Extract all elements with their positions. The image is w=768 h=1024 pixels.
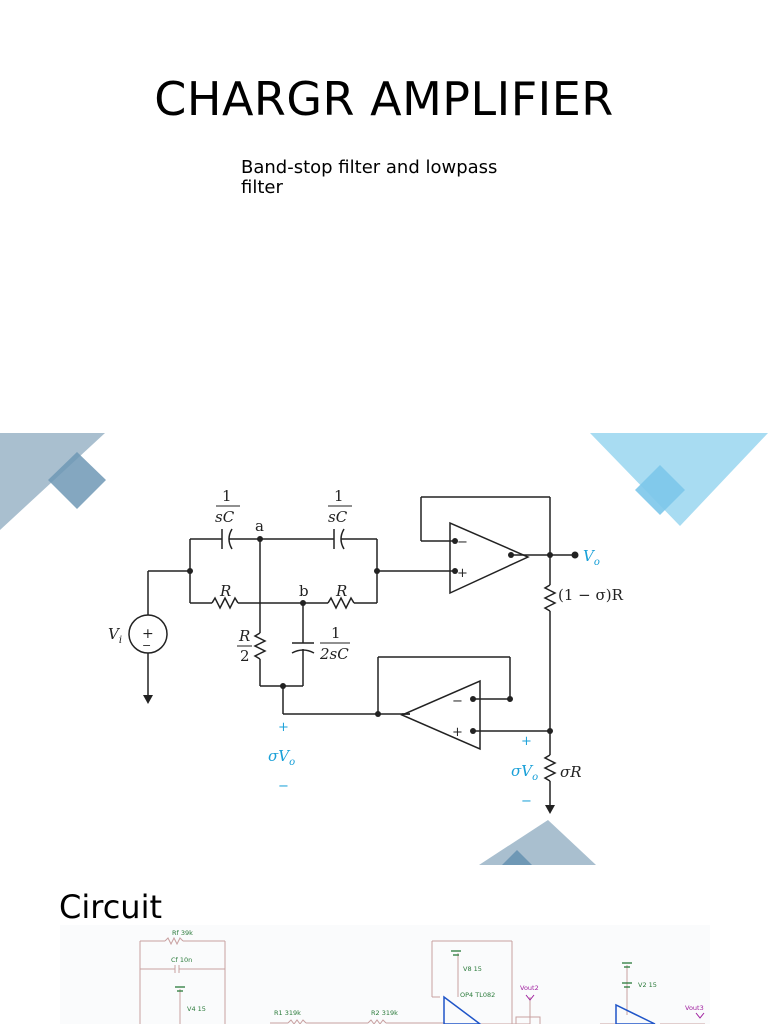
simulation-schematic: Rf 39k Cf 10n V4 15 V8 15 OP4 TL082 V2 1… [60,925,710,1024]
sigma-v-left: σVo [268,747,295,768]
deco-triangle-bottom-inner [502,850,532,865]
r-half-num: R [238,627,250,645]
r-right-label: R [335,582,347,600]
deco-diamond-left [48,452,106,509]
svg-text:−: − [452,694,463,709]
decorative-shapes [0,433,768,865]
svg-text:+: + [278,720,289,735]
sim-label-v2: V2 15 [638,981,657,989]
node-b-label: b [299,582,309,600]
deco-triangle-bottom [479,820,596,865]
svg-text:+: + [521,734,532,749]
page-title: CHARGR AMPLIFIER [154,72,614,126]
svg-text:+: + [142,626,154,642]
cap-left-num: 1 [222,487,232,505]
opamp-bottom [400,679,481,751]
sim-label-v8: V8 15 [463,965,482,973]
r-bottom-label: σR [560,763,582,781]
sim-opamp-1 [443,995,482,1024]
slide-top: CHARGR AMPLIFIER Band-stop filter and lo… [0,72,768,865]
circuit-heading: Circuit [59,888,162,926]
cap-right-num: 1 [334,487,344,505]
deco-triangle-right [590,433,768,526]
sim-label-rf: Rf 39k [172,929,193,937]
deco-diamond-right [635,465,685,515]
sim-label-op4: OP4 TL082 [460,991,495,999]
cap-half-num: 1 [331,624,341,642]
r-half-den: 2 [240,647,250,665]
cap-left-den: sC [215,508,235,526]
ground-arrow-left [143,695,153,704]
r-left-label: R [219,582,231,600]
svg-text:+: + [457,566,468,581]
sim-opamp-2 [615,1003,656,1024]
svg-text:−: − [278,779,289,794]
svg-text:−: − [142,639,151,652]
sim-label-r2: R2 319k [371,1009,398,1017]
sim-label-vout2: Vout2 [520,984,539,992]
cap-right-den: sC [328,508,348,526]
band-stop-schematic: − + − + + − 1 sC 1 sC a b R R R 2 1 2sC … [108,487,624,814]
sim-label-cf: Cf 10n [171,956,192,964]
sim-label-v4: V4 15 [187,1005,206,1013]
subtitle: Band-stop filter and lowpass filter [241,157,498,198]
svg-text:−: − [521,794,532,809]
vin-label: Vi [108,625,122,646]
ground-arrow-right [545,805,555,814]
sim-label-r1: R1 319k [274,1009,301,1017]
sim-label-vout3: Vout3 [685,1004,704,1012]
sigma-v-right: σVo [511,762,538,783]
node-a-label: a [255,517,264,535]
r-top-label: (1 − σ)R [558,586,624,604]
cap-half-den: 2sC [319,645,349,663]
vout-label: Vo [583,547,600,568]
svg-text:−: − [457,535,468,550]
opamp-top [449,521,530,595]
svg-text:+: + [452,725,463,740]
